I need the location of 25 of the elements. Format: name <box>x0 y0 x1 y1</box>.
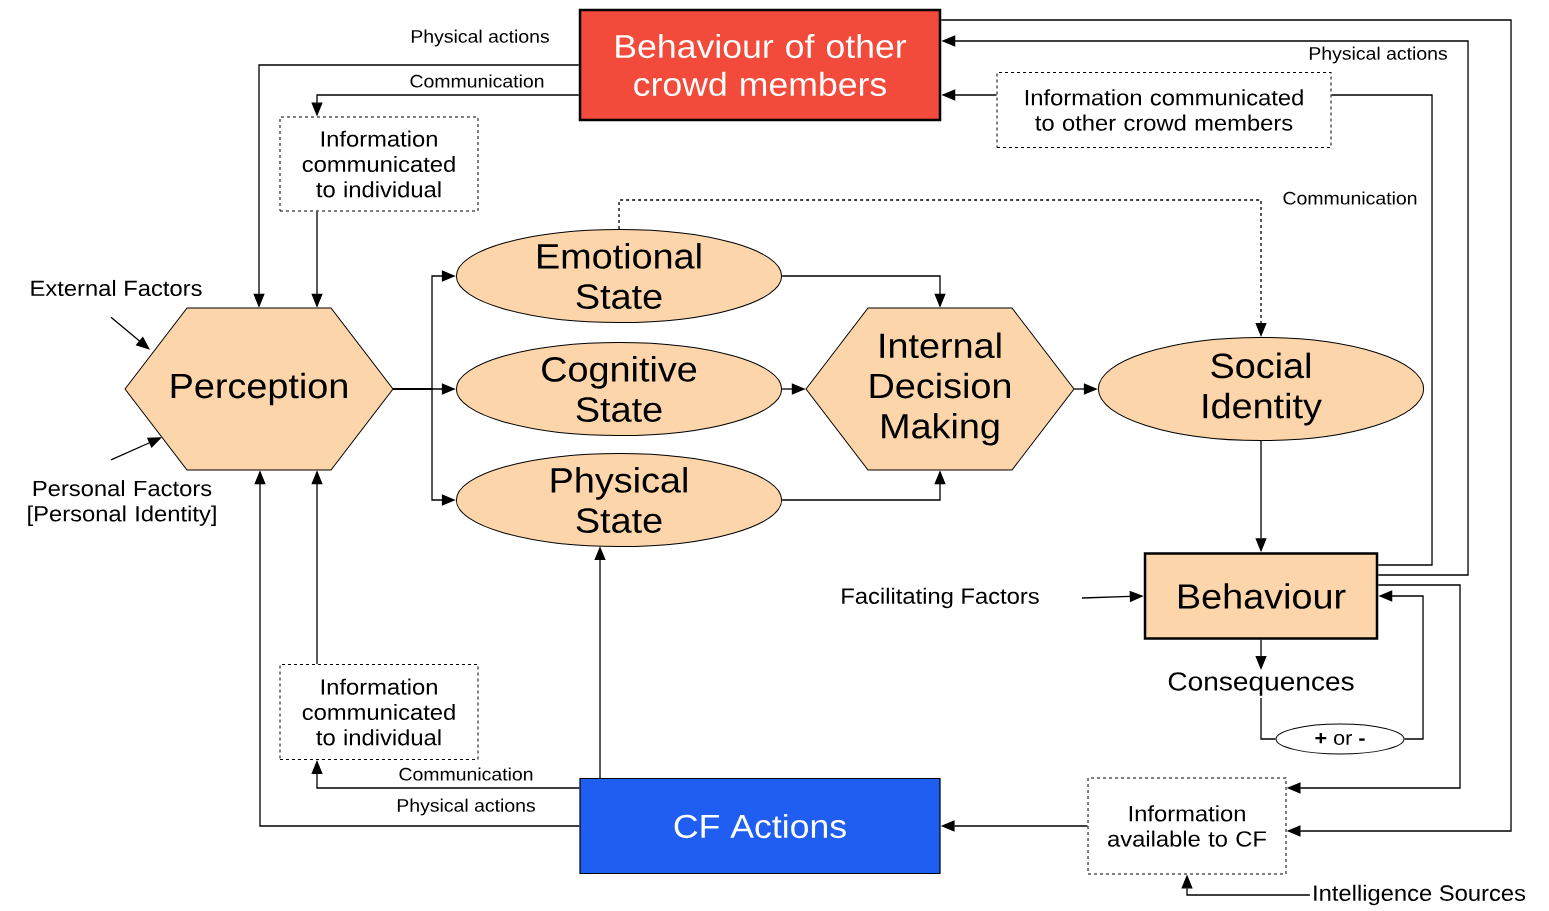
text-label: Personal Factors [Personal Identity] <box>28 480 216 526</box>
process-box: Behaviour <box>1143 552 1379 640</box>
dashed-box: Information communicated to other crowd members <box>996 72 1332 148</box>
arrow <box>110 437 162 461</box>
edge-label: Physical actions <box>1307 45 1449 65</box>
dashed-box: Information available to CF <box>1087 777 1287 875</box>
process-box: Behaviour of other crowd members <box>578 8 942 122</box>
hexagon: Perception <box>124 307 394 471</box>
edge-label: Communication <box>1281 190 1419 206</box>
connector <box>1330 94 1433 566</box>
text-label: Facilitating Factors <box>842 587 1039 609</box>
text-label: Intelligence Sources <box>1314 884 1526 906</box>
edge-label: Communication <box>408 73 546 89</box>
arrow <box>110 316 150 350</box>
process-box: CF Actions <box>579 777 941 875</box>
arrow <box>940 19 1512 837</box>
text-label: External Factors <box>31 279 202 297</box>
edge-label: Physical actions <box>395 797 537 817</box>
connector <box>1260 697 1277 740</box>
edge-label: Physical actions <box>409 28 551 48</box>
dashed-box: Information communicated to individual <box>279 664 479 760</box>
edge-label: Communication <box>397 766 535 782</box>
dashed-box: Information communicated to individual <box>279 116 479 212</box>
text-label: Consequences <box>1168 672 1354 696</box>
hexagon: Internal Decision Making <box>805 307 1075 471</box>
